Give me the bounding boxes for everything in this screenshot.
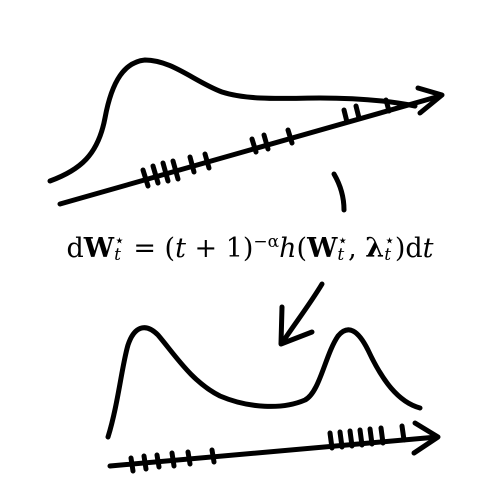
bottom-density-curve <box>105 325 423 440</box>
eq-exponent: −α <box>253 232 279 252</box>
sample-tick <box>170 158 181 182</box>
sample-tick <box>187 154 197 175</box>
top-density-curve <box>47 57 418 184</box>
sample-tick <box>128 455 136 474</box>
sample-tick <box>285 127 295 146</box>
eq-W2: W <box>307 233 338 264</box>
sample-tick <box>357 427 365 448</box>
sample-tick <box>347 428 355 449</box>
sample-tick <box>249 136 259 155</box>
top-panel <box>47 57 445 207</box>
eq-lambda-supsub: ⋆t <box>384 230 395 265</box>
transition-arrow-upper <box>331 171 347 213</box>
eq-prefix: d <box>66 233 84 264</box>
bottom-axis-arrowhead-icon <box>411 420 441 456</box>
eq-star2: ⋆ <box>337 230 349 251</box>
eq-star: ⋆ <box>114 230 125 251</box>
sample-tick <box>154 452 162 470</box>
eq-W-supsub: ⋆t <box>114 230 125 265</box>
sample-tick <box>378 425 386 446</box>
transition-arrow-lower <box>279 281 325 346</box>
top-axis-arrowhead-icon <box>415 85 445 116</box>
transition-arrowhead <box>278 304 315 347</box>
eq-star3: ⋆ <box>384 230 395 251</box>
eq-t: t <box>175 233 186 264</box>
sample-tick <box>353 103 362 121</box>
eq-W2-supsub: ⋆t <box>337 230 349 265</box>
sample-tick <box>367 426 375 447</box>
top-axis-line <box>57 93 443 207</box>
sample-tick <box>169 450 177 469</box>
transition-arrow-icon <box>278 171 347 347</box>
sample-tick <box>327 430 335 451</box>
sample-tick <box>141 453 149 472</box>
eq-open: ( <box>296 233 308 264</box>
eq-t-sub3: t <box>384 244 392 265</box>
eq-t-sub2: t <box>337 244 345 265</box>
eq-close: )d <box>394 233 423 264</box>
eq-W: W <box>83 233 115 264</box>
eq-dt: t <box>422 233 434 264</box>
sample-tick <box>140 167 151 189</box>
bottom-panel <box>105 325 441 474</box>
eq-neg-alpha: −α <box>253 232 280 252</box>
sample-tick <box>185 449 193 467</box>
eq-equals: = ( <box>124 233 176 264</box>
eq-h: h <box>279 233 297 264</box>
eq-plus-one: + 1) <box>185 233 254 264</box>
sample-tick <box>202 151 212 171</box>
eq-comma: , <box>348 233 366 264</box>
sample-tick <box>261 132 271 152</box>
sample-tick <box>341 107 350 125</box>
eq-lambda: λ <box>365 233 385 264</box>
top-samples <box>140 97 392 189</box>
sample-tick <box>160 160 171 184</box>
sample-tick <box>383 97 392 114</box>
bottom-samples <box>128 423 407 474</box>
sde-equation: dW⋆t = (t + 1)−αh(W⋆t, λ⋆t)dt <box>0 222 500 269</box>
sample-tick <box>399 423 407 443</box>
eq-t-sub: t <box>114 244 121 265</box>
sample-tick <box>209 447 217 465</box>
sample-tick <box>337 429 345 450</box>
sample-tick <box>150 163 161 186</box>
